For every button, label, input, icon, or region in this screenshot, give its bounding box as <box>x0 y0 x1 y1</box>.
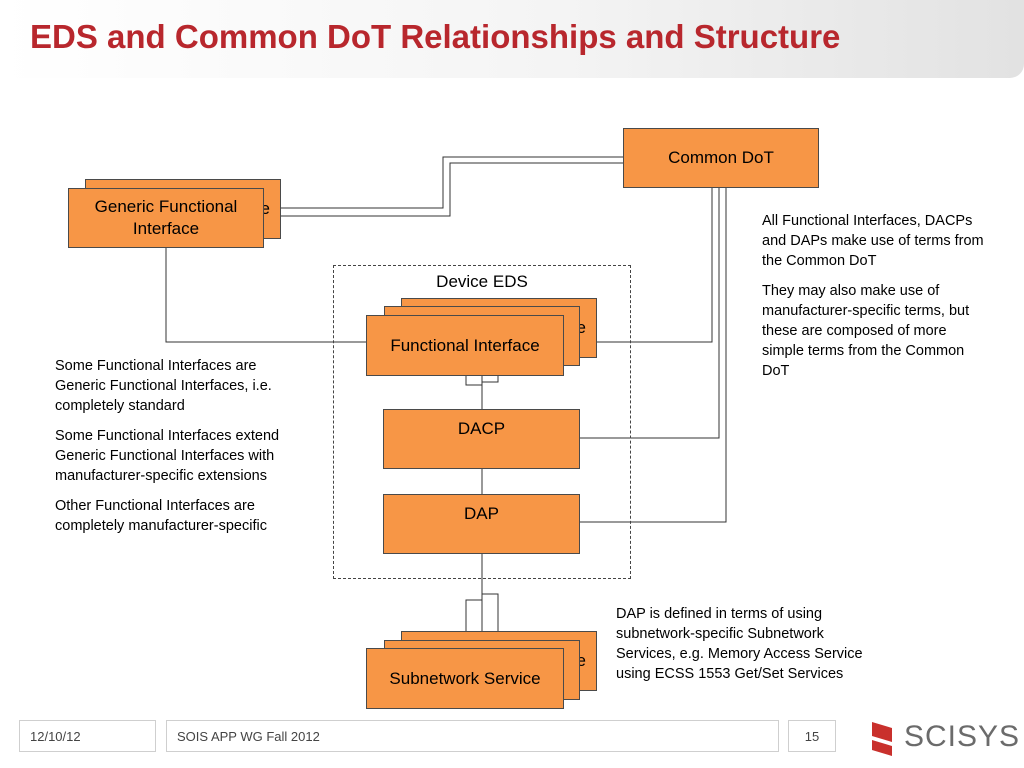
footer-page-number: 15 <box>804 728 820 744</box>
connector-dot-generic-1 <box>264 156 623 209</box>
device-eds-label: Device EDS <box>436 272 528 291</box>
connector-fi-stack-a <box>465 376 482 386</box>
slide-title: EDS and Common DoT Relationships and Str… <box>30 18 841 55</box>
footer-event-text: SOIS APP WG Fall 2012 <box>177 728 320 744</box>
generic-fi-back-label: e <box>260 199 270 218</box>
generic-fi-box: Generic Functional Interface <box>68 188 264 248</box>
right-note-2: They may also make use of manufacturer-s… <box>762 283 970 379</box>
subnet-back-label: e <box>576 651 586 670</box>
footer-date: 12/10/12 <box>19 720 156 752</box>
subnetwork-service-box: Subnetwork Service <box>366 648 564 709</box>
functional-interface-label: Functional Interface <box>390 335 540 355</box>
connector-generic-fi <box>165 248 366 343</box>
left-notes: Some Functional Interfaces are Generic F… <box>55 356 305 546</box>
generic-fi-label: Generic Functional Interface <box>94 197 238 238</box>
connector-dot-fi <box>597 188 713 343</box>
connector-dot-dap <box>580 188 727 523</box>
scisys-logo-icon <box>872 722 892 756</box>
connector-subnet-stack-b <box>482 593 499 631</box>
device-eds-container <box>333 265 631 579</box>
dacp-label: DACP <box>457 419 506 438</box>
bottom-note-text: DAP is defined in terms of using subnetw… <box>616 606 863 682</box>
subnetwork-service-label: Subnetwork Service <box>389 668 541 688</box>
right-notes: All Functional Interfaces, DACPs and DAP… <box>762 211 987 391</box>
dacp-box: DACP <box>383 409 580 469</box>
title-band <box>0 0 1024 78</box>
left-note-3: Other Functional Interfaces are complete… <box>55 498 267 534</box>
connector-dot-dacp <box>580 188 720 439</box>
functional-interface-box: Functional Interface <box>366 315 564 376</box>
footer-date-text: 12/10/12 <box>30 728 81 744</box>
left-note-1: Some Functional Interfaces are Generic F… <box>55 358 272 414</box>
footer-page: 15 <box>788 720 836 752</box>
dap-box: DAP <box>383 494 580 554</box>
fi-back-label: e <box>576 318 586 337</box>
left-note-2: Some Functional Interfaces extend Generi… <box>55 428 280 484</box>
bottom-note: DAP is defined in terms of using subnetw… <box>616 604 866 694</box>
scisys-logo-text: SCISYS <box>904 720 1021 753</box>
common-dot-label: Common DoT <box>668 148 774 167</box>
dap-label: DAP <box>464 504 499 523</box>
common-dot-box: Common DoT <box>623 128 819 188</box>
footer-event: SOIS APP WG Fall 2012 <box>166 720 779 752</box>
right-note-1: All Functional Interfaces, DACPs and DAP… <box>762 213 984 269</box>
connector-dot-generic-2 <box>278 162 623 217</box>
